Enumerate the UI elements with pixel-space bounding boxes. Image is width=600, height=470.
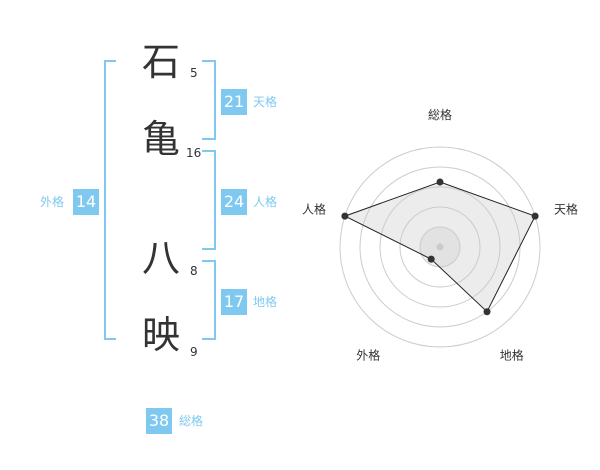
stroke-count-4: 9 [190,345,198,359]
soukaku-label: 総格 [179,414,204,428]
radar-point-1 [436,178,444,186]
radar-point-3 [483,308,491,316]
name-char-4: 映 [141,313,180,357]
chikaku-label: 地格 [253,295,278,309]
radar-point-5 [341,212,349,220]
name-char-1: 石 [141,40,180,84]
jinkaku-bracket [202,150,216,250]
tenkaku-bracket [202,60,216,140]
stroke-count-1: 5 [190,66,198,80]
radar-center-dot [436,243,444,251]
radar-point-2 [531,212,539,220]
radar-ring [339,146,541,348]
tenkaku-value: 21 [221,89,247,115]
tenkaku-label: 天格 [253,95,278,109]
jinkaku-value: 24 [221,189,247,215]
radar-axis-label-2: 天格 [554,201,578,216]
radar-axis-label-4: 外格 [356,348,380,363]
gaikaku-label: 外格 [40,195,65,209]
radar-ring [399,206,481,288]
radar-point-4 [427,255,435,263]
chikaku-value: 17 [221,289,247,315]
stroke-count-2: 16 [186,146,202,160]
stroke-count-3: 8 [190,264,198,278]
chikaku-bracket [202,260,216,340]
radar-series-area [343,181,536,313]
name-char-3: 八 [141,236,180,280]
radar-ring [379,186,501,308]
soukaku-value: 38 [146,408,172,434]
radar-axis-label-1: 総格 [428,107,452,122]
jinkaku-label: 人格 [253,195,278,209]
radar-axis-label-3: 地格 [500,348,524,363]
gaikaku-bracket [104,60,116,340]
radar-points [341,178,539,316]
name-char-2: 亀 [141,117,180,161]
radar-axis-label-5: 人格 [302,201,326,216]
gaikaku-value: 14 [73,189,99,215]
